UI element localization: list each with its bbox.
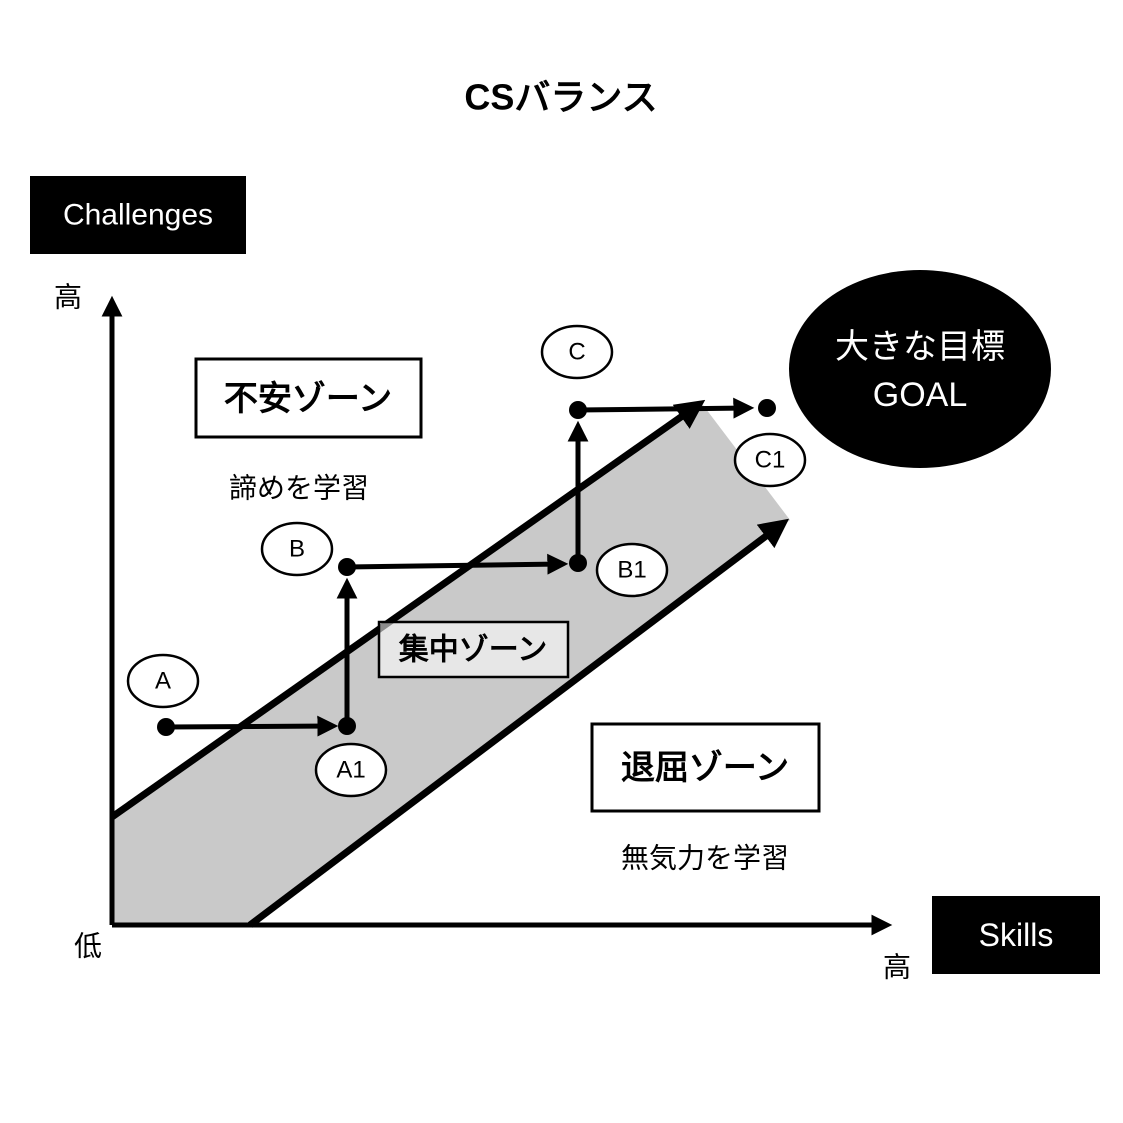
point-b-label: B [289,536,305,563]
x-axis-label-box [932,896,1100,974]
point-b1-dot [569,554,587,572]
anxiety-zone-subtext: 諦めを学習 [229,473,369,504]
point-a1-dot [338,717,356,735]
point-c1-bubble [733,432,807,488]
point-b1-label: B1 [617,557,646,584]
x-axis-high-tick: 高 [883,952,911,983]
point-a-label: A [155,668,171,695]
point-a1-label: A1 [336,757,365,784]
point-b-dot [338,558,356,576]
boredom-zone-label: 退屈ゾーン [621,749,789,787]
goal-ellipse [789,270,1051,468]
anxiety-zone-label: 不安ゾーン [224,380,392,418]
arrow-c-to-c1 [577,397,755,419]
y-axis-label: Challenges [63,199,213,232]
x-axis-label: Skills [979,917,1054,953]
point-a-bubble [126,653,200,709]
point-c-dot [569,401,587,419]
point-b1-bubble [595,542,669,598]
goal-label-line1: 大きな目標 [835,328,1005,366]
flow-band-upper-border-arrow [109,399,706,820]
diagram-title: CSバランス [464,77,657,118]
y-axis-high-tick: 高 [54,282,82,313]
goal-label-line2: GOAL [873,376,967,414]
flow-zone-box [377,620,570,679]
y-axis-label-box [30,176,246,254]
point-c1-label: C1 [755,447,786,474]
flow-zone-label: 集中ゾーン [398,634,548,667]
y-axis-low-tick: 低 [74,931,102,962]
boredom-zone-box [590,722,821,813]
point-c-label: C [568,339,585,366]
point-c1-dot [758,399,776,417]
anxiety-zone-box [194,357,423,439]
point-a1-bubble [314,742,388,798]
arrow-a-to-a1 [165,715,339,737]
point-c-bubble [540,324,614,380]
flow-band-lower-border-arrow [247,518,790,928]
boredom-zone-subtext: 無気力を学習 [621,843,789,874]
arrow-b-to-b1 [346,553,569,575]
point-b-bubble [260,521,334,577]
point-a-dot [157,718,175,736]
